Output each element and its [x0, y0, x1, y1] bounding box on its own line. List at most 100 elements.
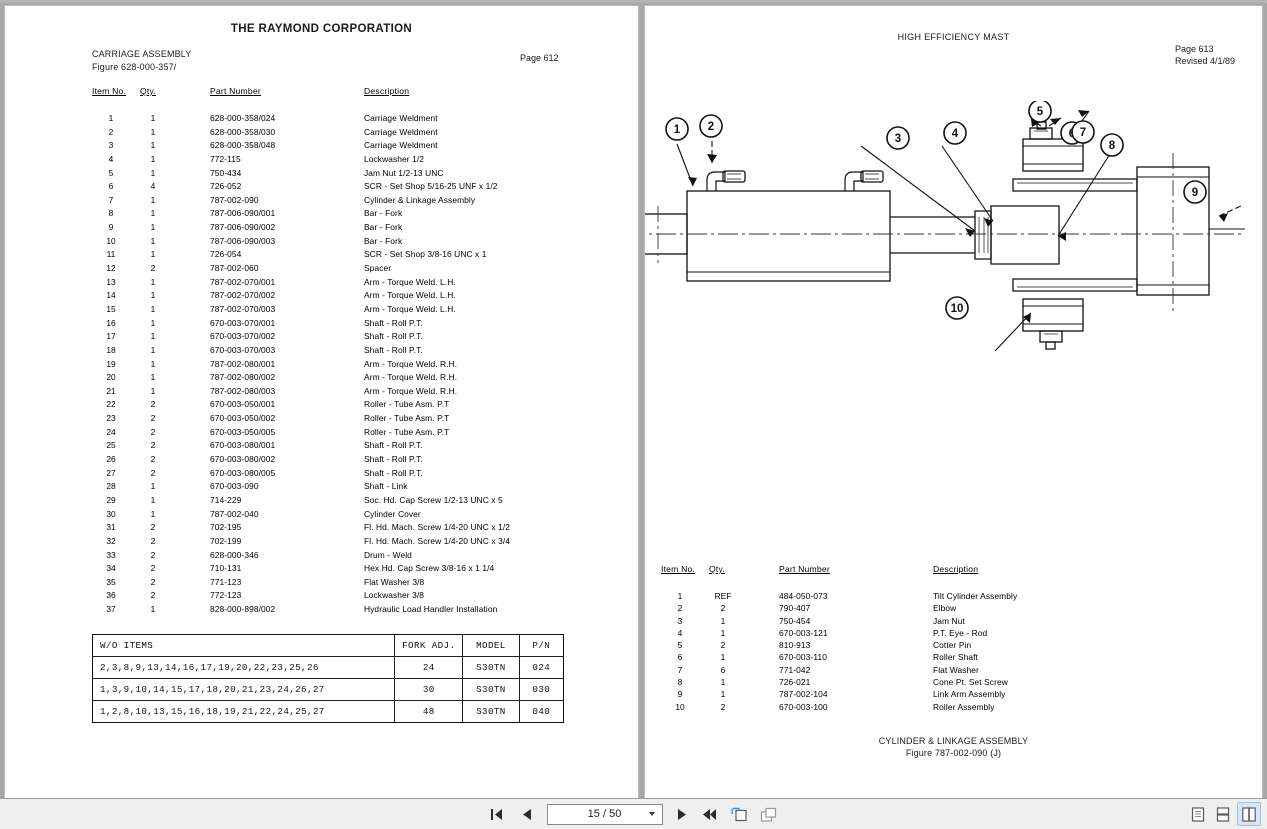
cell-qty: 1 [720, 615, 726, 626]
last-page-icon[interactable] [701, 804, 721, 824]
callout-balloon: 8 [1100, 133, 1124, 157]
callout-balloon: 1 [665, 117, 689, 141]
cell-part-number: 710-131 [210, 563, 242, 574]
wo-header-pn: P/N [518, 635, 563, 657]
cell-part-number: 787-002-040 [210, 508, 259, 519]
cell-part-number: 670-003-080/001 [210, 440, 276, 451]
cell-description: Arm - Torque Weld. L.H. [364, 276, 456, 287]
left-parts-table-header: Item No. Qty. Part Number Description [92, 86, 612, 102]
right-parts-table-header: Item No. Qty. Part Number Description [661, 564, 1221, 580]
previous-page-icon[interactable] [518, 804, 538, 824]
wo-cell: 1,2,8,10,13,15,16,18,19,21,22,24,25,27 [93, 700, 396, 722]
cell-part-number: 771-123 [210, 576, 242, 587]
cell-description: Roller Assembly [933, 701, 995, 712]
wo-header-fork-adj: FORK ADJ. [394, 635, 464, 657]
wo-cell: 030 [518, 678, 563, 701]
column-header-description: Description [933, 564, 979, 574]
wo-cell: 48 [394, 700, 464, 722]
left-page-header-title: THE RAYMOND CORPORATION [230, 23, 413, 35]
view-continuous-icon[interactable] [1212, 803, 1234, 825]
cell-item-no: 32 [106, 535, 116, 546]
fit-page-icon[interactable] [730, 804, 750, 824]
next-page-icon[interactable] [672, 804, 692, 824]
cell-item-no: 2 [108, 126, 114, 137]
cell-description: SCR - Set Shop 3/8-16 UNC x 1 [364, 249, 487, 260]
page-number-value: 15 / 50 [587, 808, 622, 820]
view-facing-pages-icon[interactable] [1237, 802, 1261, 826]
column-header-part-number: Part Number [779, 564, 830, 574]
chevron-down-icon[interactable] [648, 812, 655, 816]
cell-item-no: 36 [106, 590, 116, 601]
view-mode-group [1187, 802, 1261, 826]
cell-item-no: 5 [677, 640, 683, 651]
view-single-page-icon[interactable] [1187, 803, 1209, 825]
cell-part-number: 670-003-090 [210, 481, 259, 492]
cell-item-no: 7 [108, 194, 114, 205]
cell-part-number: 628-000-358/030 [210, 126, 276, 137]
cell-description: Shaft - Link [364, 481, 408, 492]
left-page-figure: Figure 628-000-357/ [92, 62, 177, 72]
cell-description: Arm - Torque Weld. R.H. [364, 385, 458, 396]
cell-qty: 1 [150, 167, 156, 178]
cell-description: Flat Washer 3/8 [364, 576, 425, 587]
callout-number: 4 [952, 128, 959, 140]
fit-width-icon[interactable] [759, 804, 779, 824]
cell-part-number: 787-002-060 [210, 263, 259, 274]
cell-part-number: 670-003-121 [779, 627, 828, 638]
viewer-toolbar: 15 / 50 [0, 798, 1267, 829]
cell-qty: 1 [150, 385, 156, 396]
cell-part-number: 790-407 [779, 603, 811, 614]
cell-qty: 4 [150, 181, 156, 192]
cell-item-no: 29 [106, 494, 116, 505]
cell-qty: 2 [150, 399, 156, 410]
cell-qty: 1 [720, 652, 726, 663]
cell-item-no: 5 [108, 167, 114, 178]
page-number-input[interactable]: 15 / 50 [546, 803, 663, 825]
cell-item-no: 37 [106, 604, 116, 615]
cell-description: Jam Nut [933, 615, 965, 626]
cell-part-number: 670-003-070/003 [210, 344, 276, 355]
column-header-item: Item No. [661, 564, 696, 574]
cell-part-number: 670-003-070/002 [210, 331, 276, 342]
cell-qty: 1 [150, 344, 156, 355]
cell-description: Carriage Weldment [364, 113, 438, 123]
cell-item-no: 28 [106, 481, 116, 492]
cell-part-number: 787-002-070/002 [210, 290, 276, 301]
cell-item-no: 10 [106, 235, 116, 246]
cell-description: Cylinder Cover [364, 508, 421, 519]
cell-description: Shaft - Roll P.T. [364, 454, 423, 465]
wo-cell: S30TN [462, 678, 520, 701]
page-navigation-group: 15 / 50 [474, 803, 794, 825]
first-page-icon[interactable] [489, 804, 509, 824]
document-area[interactable]: THE RAYMOND CORPORATION CARRIAGE ASSEMBL… [0, 0, 1267, 802]
cell-item-no: 22 [106, 399, 116, 410]
cell-qty: 1 [150, 303, 156, 314]
wo-cell: 040 [518, 700, 563, 722]
cell-description: Soc. Hd. Cap Screw 1/2-13 UNC x 5 [364, 494, 503, 505]
cell-part-number: 628-000-358/048 [210, 140, 276, 151]
cell-item-no: 3 [677, 615, 683, 626]
cell-description: Shaft - Roll P.T. [364, 331, 423, 342]
cell-description: Bar - Fork [364, 208, 403, 219]
cell-part-number: 787-002-104 [779, 689, 828, 700]
cell-item-no: 2 [677, 603, 683, 614]
